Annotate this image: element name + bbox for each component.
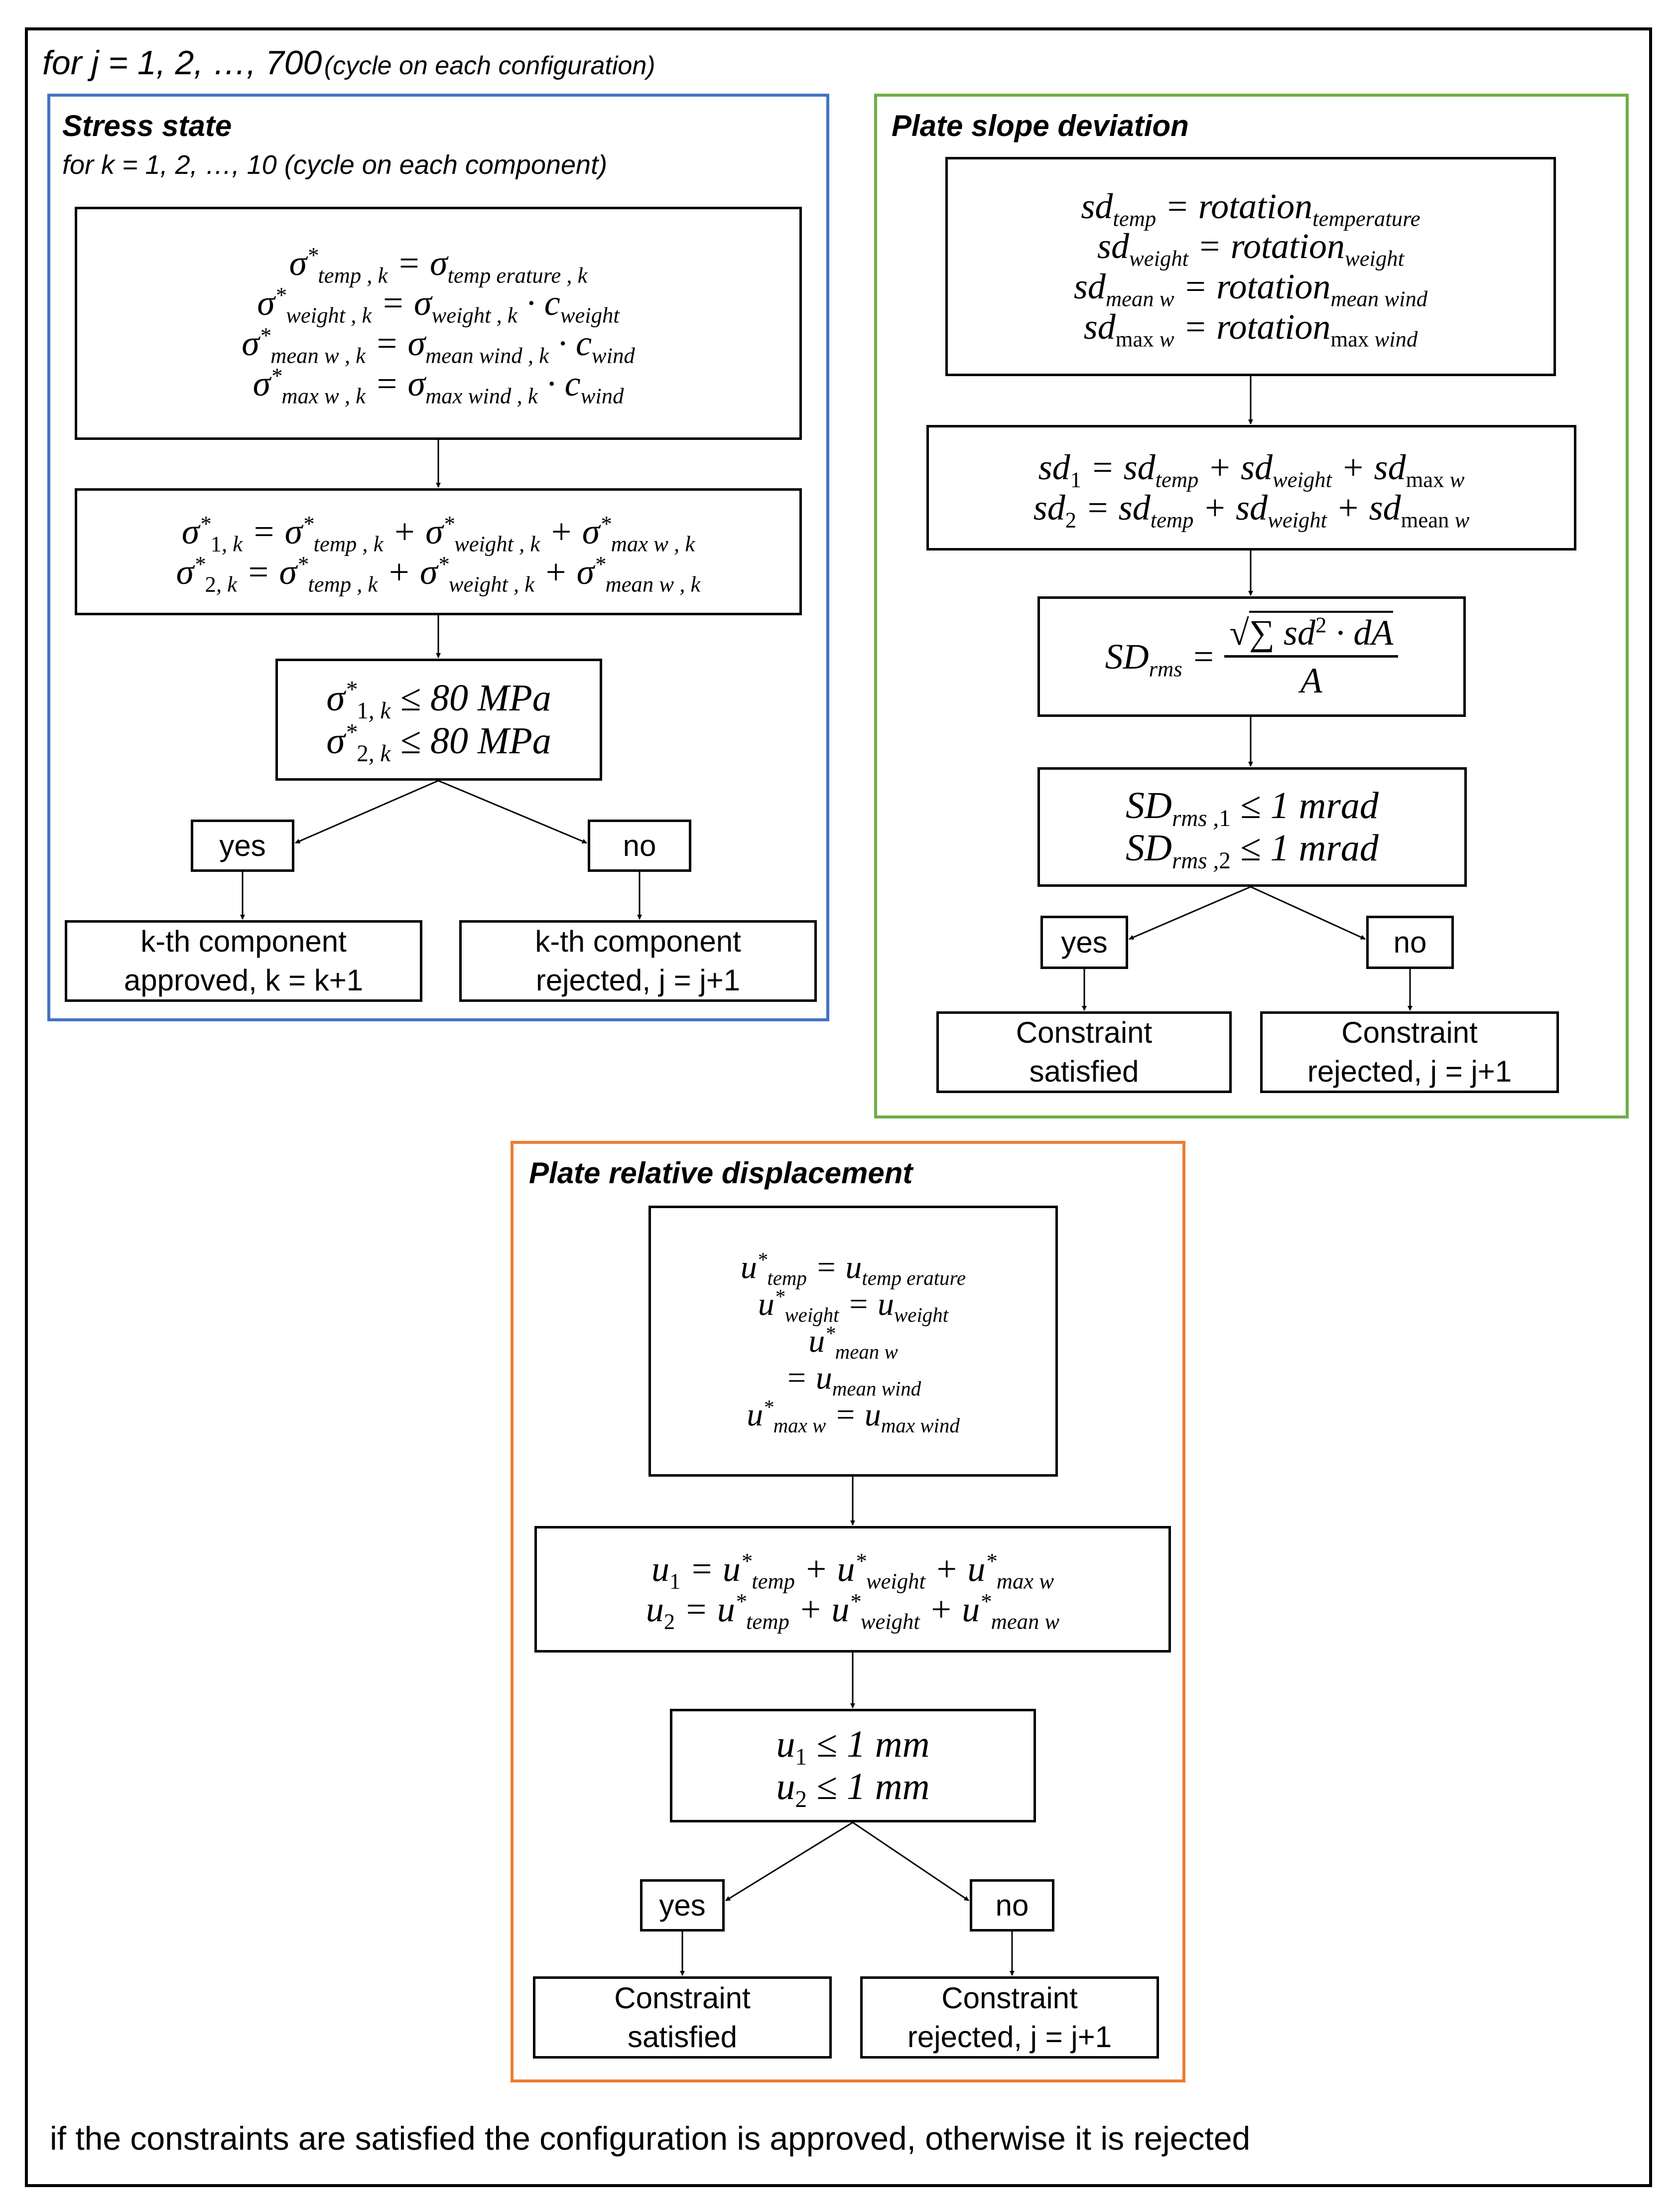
displacement-satisfied-box: Constraint satisfied [533,1976,832,2059]
stress-combination-box: σ*1, k = σ*temp , k + σ*weight , k + σ*m… [75,488,802,615]
displacement-check-box: u1 ≤ 1 mm u2 ≤ 1 mm [670,1709,1036,1822]
displacement-panel [511,1141,1185,2082]
stress-arrow-yes [295,780,439,844]
slope-arrow-yes [1129,886,1251,940]
displacement-component-box: u*temp = utemp erature u*weight = uweigh… [648,1206,1058,1477]
outer-loop-header: for j = 1, 2, …, 700 (cycle on each conf… [42,41,655,85]
stress-rejected-line-2: rejected, j = j+1 [535,964,741,997]
displacement-satisfied-line-2: satisfied [627,2020,738,2054]
displacement-rejected-line-1: Constraint [941,1981,1078,2015]
slope-satisfied-box: Constraint satisfied [936,1011,1232,1093]
slope-no-node: no [1366,916,1454,969]
displacement-rejected-box: Constraint rejected, j = j+1 [860,1976,1159,2059]
displacement-arrow-no [852,1821,969,1902]
stress-approved-box: k-th component approved, k = k+1 [65,920,422,1002]
slope-deviation-panel [874,94,1629,1118]
slope-deviation-title: Plate slope deviation [892,109,1189,142]
displacement-threshold-2: 1 mm [846,1766,930,1807]
stress-rejected-box: k-th component rejected, j = j+1 [459,920,817,1002]
displacement-arrow-yes [725,1821,853,1902]
slope-check-box: SDrms ,1 ≤ 1 mrad SDrms ,2 ≤ 1 mrad [1037,767,1467,887]
outer-loop-note: (cycle on each configuration) [324,51,655,80]
slope-rms-formula-box: SDrms = √∑ sd2 · dA A [1037,596,1466,717]
footer-note: if the constraints are satisfied the con… [50,2120,1251,2157]
slope-rejected-line-2: rejected, j = j+1 [1307,1055,1512,1088]
slope-arrow-no [1250,886,1366,940]
stress-approved-line-2: approved, k = k+1 [124,964,364,997]
stress-no-node: no [588,820,691,872]
stress-component-box: σ*temp , k = σtemp erature , k σ*weight … [75,207,802,440]
stress-state-subtitle: for k = 1, 2, …, 10 (cycle on each compo… [62,150,608,180]
stress-check-box: σ*1, k ≤ 80 MPa σ*2, k ≤ 80 MPa [275,659,602,781]
stress-arrow-no [438,780,587,844]
displacement-yes-node: yes [640,1879,725,1932]
stress-yes-node: yes [191,820,294,872]
stress-threshold-2: 80 MPa [430,719,551,762]
stress-state-panel [47,94,829,1021]
slope-yes-node: yes [1040,916,1128,969]
stress-rejected-line-1: k-th component [535,925,741,958]
slope-threshold-2: 1 mrad [1270,827,1379,869]
outer-loop-label: for j = 1, 2, …, 700 [42,44,322,82]
slope-rejected-line-1: Constraint [1341,1016,1478,1049]
slope-satisfied-line-1: Constraint [1016,1016,1153,1049]
displacement-threshold-1: 1 mm [846,1723,930,1765]
stress-state-title: Stress state [62,109,232,142]
displacement-no-node: no [970,1879,1054,1932]
slope-threshold-1: 1 mrad [1270,784,1379,827]
displacement-combination-box: u1 = u*temp + u*weight + u*max w u2 = u*… [534,1526,1171,1653]
displacement-title: Plate relative displacement [529,1156,913,1190]
slope-rejected-box: Constraint rejected, j = j+1 [1260,1011,1559,1093]
stress-approved-line-1: k-th component [140,925,347,958]
slope-combination-box: sd1 = sdtemp + sdweight + sdmax w sd2 = … [926,425,1576,551]
displacement-satisfied-line-1: Constraint [614,1981,751,2015]
displacement-rejected-line-2: rejected, j = j+1 [907,2020,1112,2054]
outer-frame [25,27,1652,2187]
stress-threshold-1: 80 MPa [430,677,551,719]
slope-component-box: sdtemp = rotationtemperature sdweight = … [945,157,1556,376]
slope-satisfied-line-2: satisfied [1029,1055,1139,1088]
